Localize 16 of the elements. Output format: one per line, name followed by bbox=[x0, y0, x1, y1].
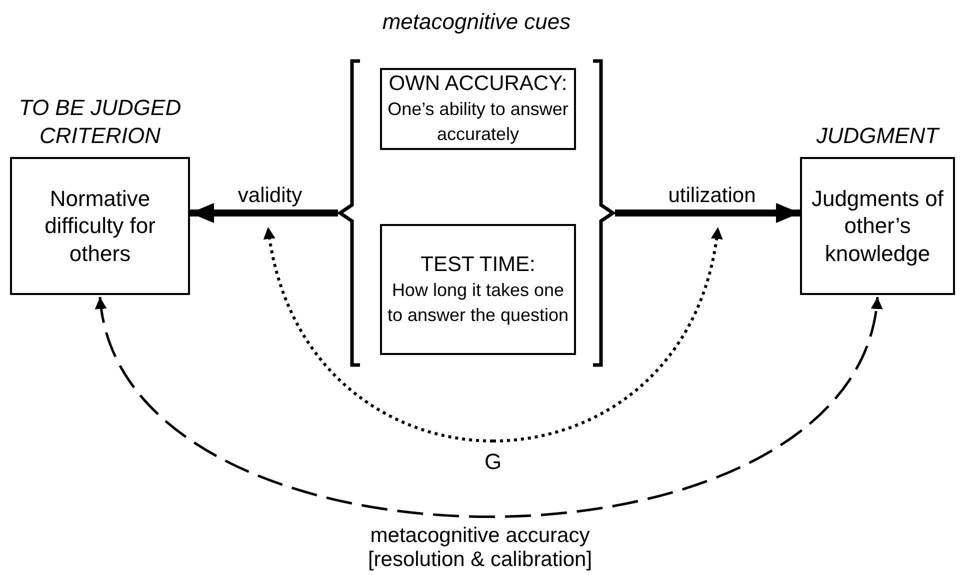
cue-description: How long it takes one to answer the question bbox=[386, 278, 570, 327]
curved-arrow bbox=[492, 226, 722, 442]
arrow bbox=[190, 203, 338, 223]
column-heading: TO BE JUDGED CRITERION bbox=[18, 94, 182, 149]
column-heading: JUDGMENT bbox=[816, 122, 939, 149]
cue-box bbox=[380, 68, 576, 150]
arrow bbox=[615, 203, 800, 223]
group-heading: metacognitive cues bbox=[381, 8, 572, 36]
cue-title: TEST TIME: bbox=[420, 252, 536, 278]
process-box: Normative difficulty for others bbox=[10, 157, 190, 295]
process-box: Judgments of other’s knowledge bbox=[800, 157, 955, 295]
curve-label: G bbox=[478, 441, 508, 475]
cue-title: OWN ACCURACY: bbox=[388, 71, 568, 98]
curved-arrow bbox=[98, 296, 880, 518]
cue-description: One’s ability to answer accurately bbox=[386, 98, 570, 146]
cue-box bbox=[380, 224, 576, 355]
